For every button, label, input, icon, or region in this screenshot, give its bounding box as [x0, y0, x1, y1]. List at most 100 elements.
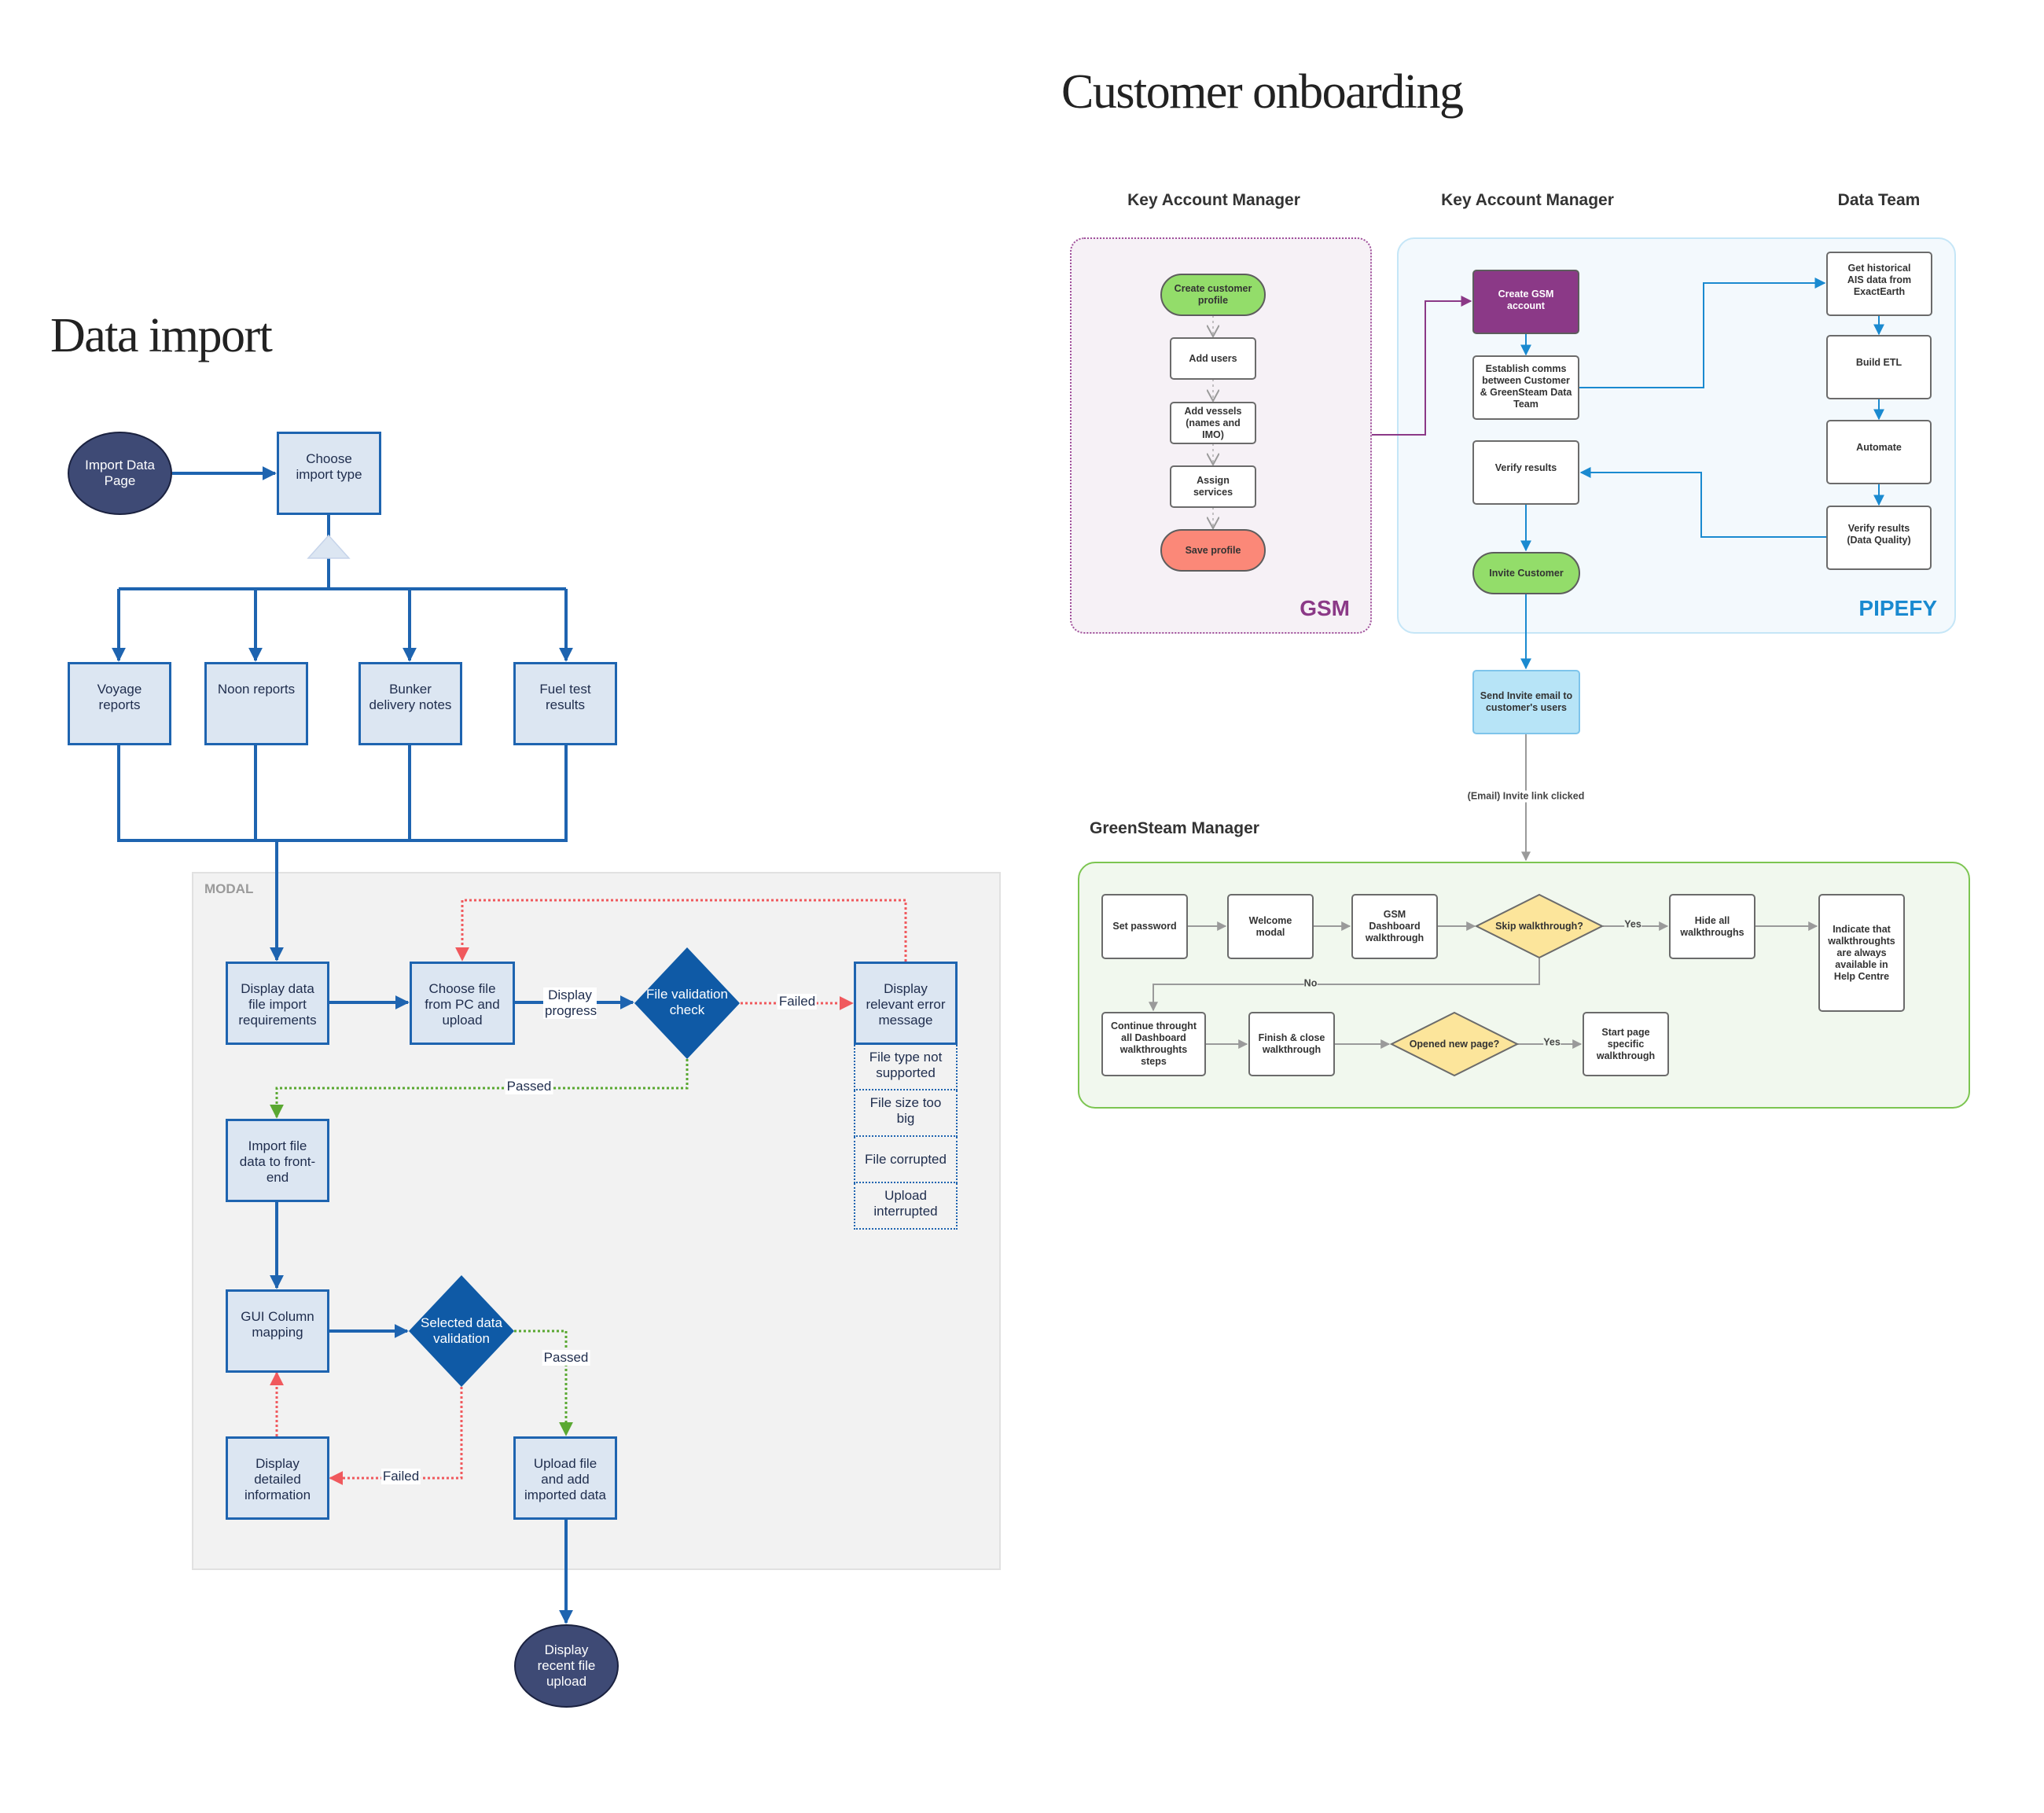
- edge-verify-dq-to-verify: [1579, 467, 1826, 538]
- get-historical-ais-label: Get historical AIS data from ExactEarth: [1847, 263, 1912, 297]
- gui-column-mapping-box[interactable]: GUI Column mapping: [226, 1289, 329, 1373]
- bunker-delivery-notes-box[interactable]: Bunker delivery notes: [358, 662, 462, 745]
- bunker-delivery-notes-label: Bunker delivery notes: [369, 682, 452, 712]
- indicate-help-centre-box[interactable]: Indicate that walkthroughts are always a…: [1818, 894, 1905, 1012]
- establish-comms-label: Establish comms between Customer & Green…: [1480, 363, 1572, 410]
- selected-validation-diamond: [409, 1275, 514, 1387]
- lane-header-kam-gsm: Key Account Manager: [1127, 191, 1300, 209]
- hide-all-walkthroughs-box[interactable]: Hide all walkthroughs: [1669, 894, 1755, 959]
- gsm-dashboard-walkthrough-box[interactable]: GSM Dashboard walkthrough: [1351, 894, 1438, 959]
- upload-and-add-data-box[interactable]: Upload file and add imported data: [513, 1436, 617, 1520]
- choose-file-upload-label: Choose file from PC and upload: [425, 981, 500, 1028]
- file-validation-check-label: File validation check: [646, 987, 728, 1017]
- noon-reports-box[interactable]: Noon reports: [204, 662, 308, 745]
- add-users-box[interactable]: Add users: [1170, 337, 1256, 380]
- display-detailed-information-box[interactable]: Display detailed information: [226, 1436, 329, 1520]
- choose-file-upload-box[interactable]: Choose file from PC and upload: [410, 962, 515, 1045]
- choose-import-type-box[interactable]: Choose import type: [277, 432, 381, 515]
- voyage-reports-label: Voyage reports: [97, 682, 142, 712]
- continue-dashboard-steps-label: Continue throught all Dashboard walkthro…: [1111, 1021, 1197, 1067]
- hide-all-walkthroughs-label: Hide all walkthroughs: [1680, 914, 1744, 938]
- display-recent-upload-terminal[interactable]: Display recent file upload: [514, 1624, 619, 1708]
- display-error-message-label: Display relevant error message: [866, 981, 946, 1028]
- assign-services-box[interactable]: Assign services: [1170, 465, 1256, 508]
- continue-dashboard-steps-box[interactable]: Continue throught all Dashboard walkthro…: [1101, 1012, 1206, 1076]
- welcome-modal-label: Welcome modal: [1248, 914, 1292, 938]
- selected-data-validation-node[interactable]: Selected data validation: [409, 1307, 514, 1355]
- add-vessels-box[interactable]: Add vessels (names and IMO): [1170, 402, 1256, 444]
- verify-results-box[interactable]: Verify results: [1472, 440, 1579, 505]
- assign-services-label: Assign services: [1193, 475, 1233, 498]
- choose-import-type-label: Choose import type: [296, 451, 362, 482]
- gsm-system-label: GSM: [1300, 596, 1350, 620]
- file-validation-check-node[interactable]: File validation check: [634, 979, 740, 1026]
- file-validation-diamond: [634, 947, 740, 1059]
- set-password-label: Set password: [1112, 921, 1177, 932]
- edge-validation-passed: [270, 1059, 689, 1119]
- noon-reports-label: Noon reports: [217, 682, 296, 697]
- edge-label-skip-no: No: [1303, 977, 1318, 990]
- welcome-modal-box[interactable]: Welcome modal: [1227, 894, 1314, 959]
- error-file-corrupted-label: File corrupted: [865, 1151, 947, 1167]
- import-file-to-frontend-box[interactable]: Import file data to front-end: [226, 1119, 329, 1202]
- error-file-corrupted: File corrupted: [854, 1137, 958, 1183]
- finish-close-walkthrough-box[interactable]: Finish & close walkthrough: [1248, 1012, 1335, 1076]
- automate-box[interactable]: Automate: [1826, 420, 1932, 484]
- gsm-dashboard-walkthrough-label: GSM Dashboard walkthrough: [1365, 909, 1425, 943]
- create-gsm-account-box[interactable]: Create GSM account: [1472, 270, 1579, 334]
- edge-label-selected-passed: Passed: [542, 1350, 590, 1366]
- skip-walkthrough-label: Skip walkthrough?: [1495, 920, 1583, 932]
- lane-header-greensteam-manager: GreenSteam Manager: [1090, 819, 1259, 837]
- edge-skip-no: [1149, 958, 1540, 1012]
- save-profile-label: Save profile: [1185, 544, 1241, 556]
- opened-new-page-decision[interactable]: Opened new page?: [1391, 1032, 1517, 1056]
- error-file-size-label: File size too big: [869, 1095, 942, 1126]
- edge-label-skip-yes: Yes: [1624, 918, 1641, 931]
- data-import-title: Data import: [50, 309, 273, 362]
- add-vessels-label: Add vessels (names and IMO): [1184, 405, 1242, 440]
- lane-header-kam-pipefy: Key Account Manager: [1441, 191, 1614, 209]
- edge-selected-passed: [514, 1329, 573, 1436]
- display-detailed-information-label: Display detailed information: [244, 1456, 311, 1502]
- automate-label: Automate: [1856, 442, 1902, 453]
- display-import-requirements-box[interactable]: Display data file import requirements: [226, 962, 329, 1045]
- voyage-reports-box[interactable]: Voyage reports: [68, 662, 171, 745]
- edge-gsm-to-create-account: [1372, 296, 1472, 436]
- error-file-type-not-supported: File type not supported: [854, 1045, 958, 1090]
- establish-comms-box[interactable]: Establish comms between Customer & Green…: [1472, 355, 1579, 420]
- build-etl-box[interactable]: Build ETL: [1826, 335, 1932, 399]
- fuel-test-results-label: Fuel test results: [539, 682, 591, 712]
- edge-merge-voyage: [117, 745, 568, 842]
- import-file-to-frontend-label: Import file data to front-end: [239, 1138, 316, 1185]
- error-file-type-label: File type not supported: [869, 1050, 943, 1080]
- send-invite-email-box[interactable]: Send Invite email to customer's users: [1472, 670, 1580, 734]
- display-recent-upload-label: Display recent file upload: [537, 1642, 596, 1689]
- upload-and-add-data-label: Upload file and add imported data: [524, 1456, 606, 1502]
- invite-customer-label: Invite Customer: [1489, 567, 1564, 579]
- edge-label-invite-link-clicked: (Email) Invite link clicked: [1467, 790, 1585, 803]
- finish-close-walkthrough-label: Finish & close walkthrough: [1258, 1032, 1325, 1055]
- save-profile-end[interactable]: Save profile: [1160, 529, 1266, 572]
- build-etl-label: Build ETL: [1855, 357, 1902, 368]
- get-historical-ais-box[interactable]: Get historical AIS data from ExactEarth: [1826, 252, 1932, 316]
- add-users-label: Add users: [1189, 352, 1237, 364]
- edge-label-opened-yes: Yes: [1543, 1036, 1561, 1049]
- edge-establish-to-historical: [1579, 278, 1826, 388]
- edge-label-validation-failed: Failed: [777, 994, 818, 1009]
- fuel-test-results-box[interactable]: Fuel test results: [513, 662, 617, 745]
- import-data-page-label: Import Data Page: [85, 458, 155, 488]
- verify-data-quality-box[interactable]: Verify results (Data Quality): [1826, 506, 1932, 570]
- display-error-message-box[interactable]: Display relevant error message: [854, 962, 958, 1045]
- start-page-walkthrough-box[interactable]: Start page specific walkthrough: [1583, 1012, 1669, 1076]
- invite-customer-node[interactable]: Invite Customer: [1472, 552, 1580, 594]
- skip-walkthrough-decision[interactable]: Skip walkthrough?: [1476, 914, 1602, 938]
- start-page-walkthrough-label: Start page specific walkthrough: [1596, 1026, 1656, 1061]
- send-invite-email-label: Send Invite email to customer's users: [1480, 690, 1573, 713]
- display-import-requirements-label: Display data file import requirements: [238, 981, 317, 1028]
- import-data-page-terminal[interactable]: Import Data Page: [68, 432, 172, 515]
- skip-walkthrough-diamond: [1474, 893, 1605, 959]
- create-customer-profile-start[interactable]: Create customer profile: [1160, 274, 1266, 316]
- set-password-box[interactable]: Set password: [1101, 894, 1188, 959]
- verify-results-label: Verify results: [1494, 462, 1557, 473]
- error-upload-interrupted-label: Upload interrupted: [873, 1188, 938, 1219]
